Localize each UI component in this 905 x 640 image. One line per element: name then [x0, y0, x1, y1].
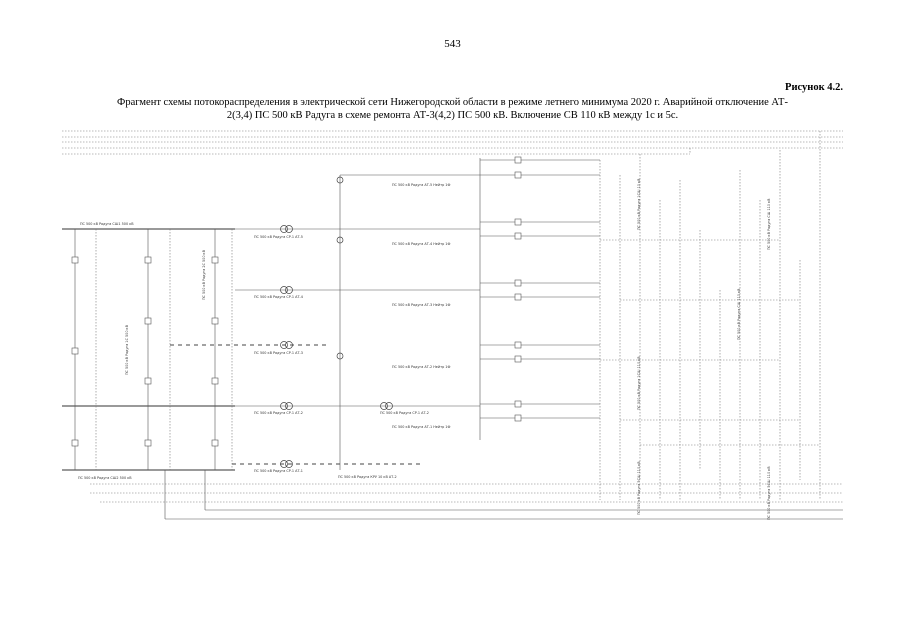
at-label-4: ПС 500 кВ Радуга СР.1 АТ-2	[254, 411, 303, 415]
page-number: 543	[444, 38, 461, 50]
figure-caption: Фрагмент схемы потокораспределения в эле…	[62, 96, 843, 122]
110kv-feeder-network: ПС 500 кВ Радуга 1СШ 10 кВ ПС 500 кВ Рад…	[90, 131, 843, 520]
rv-label-1: ПС 500 кВ Радуга 1СШ 10 кВ	[637, 178, 641, 230]
rv-label-2: ПС 500 кВ Радуга СШ 110 кВ	[767, 198, 771, 250]
top-feeder-lines	[62, 130, 843, 155]
bus-label-top: ПС 500 кВ Радуга СШ1 500 кВ	[80, 222, 134, 226]
figure-label: Рисунок 4.2.	[785, 82, 843, 93]
neutral-label-1: ПС 500 кВ Радуга АТ-5 Нейтр 1Ф	[392, 183, 450, 187]
bus-label-vertical-right: ПС 500 кВ Радуга 2С 500 кВ	[202, 249, 206, 300]
rv-label-3: ПС 500 кВ Радуга СШ 110 кВ	[737, 288, 741, 340]
left-500kv-switchgear: ПС 500 кВ Радуга СШ1 500 кВ ПС 500 кВ Ра…	[62, 222, 235, 480]
rv-label-5: ПС 500 кВ Радуга 5СШ 110 кВ	[637, 461, 641, 515]
neutral-label-5: ПС 500 кВ Радуга АТ-1 Нейтр 1Ф	[392, 425, 450, 429]
caption-line-2: 2(3,4) ПС 500 кВ Радуга в схеме ремонта …	[226, 110, 679, 121]
at-label-6: ПС 500 кВ Радуга СР.1 АТ-2	[380, 411, 429, 415]
10kv-switch-blocks	[479, 156, 600, 440]
at-label-2: ПС 500 кВ Радуга СР.1 АТ-4	[254, 295, 303, 299]
at-label-3: ПС 500 кВ Радуга СР.1 АТ-3	[254, 351, 303, 355]
bus-label-bottom: ПС 500 кВ Радуга СШ2 500 кВ	[78, 476, 132, 480]
at-label-1: ПС 500 кВ Радуга СР.1 АТ-5	[254, 235, 303, 239]
neutral-label-3: ПС 500 кВ Радуга АТ-3 Нейтр 1Ф	[392, 303, 450, 307]
neutral-label-4: ПС 500 кВ Радуга АТ-2 Нейтр 1Ф	[392, 365, 450, 369]
kru-label: ПС 500 кВ Радуга КРУ 10 кВ АТ-2	[338, 475, 397, 479]
at-label-5: ПС 500 кВ Радуга СР.1 АТ-1	[254, 469, 303, 473]
rv-label-6: ПС 500 кВ Радуга 5СШ 110 кВ	[767, 466, 771, 520]
caption-line-1: Фрагмент схемы потокораспределения в эле…	[117, 97, 788, 108]
neutral-label-2: ПС 500 кВ Радуга АТ-4 Нейтр 1Ф	[392, 242, 450, 246]
neutral-column: ПС 500 кВ Радуга АТ-5 Нейтр 1Ф ПС 500 кВ…	[336, 174, 480, 479]
bus-label-vertical-left: ПС 500 кВ Радуга 1С 500 кВ	[125, 324, 129, 375]
rv-label-4: ПС 500 кВ Радуга 1СШ 110 кВ	[637, 356, 641, 410]
autotransformer-rows: ПС 500 кВ Радуга СР.1 АТ-5 ПС 500 кВ Рад…	[170, 225, 480, 473]
